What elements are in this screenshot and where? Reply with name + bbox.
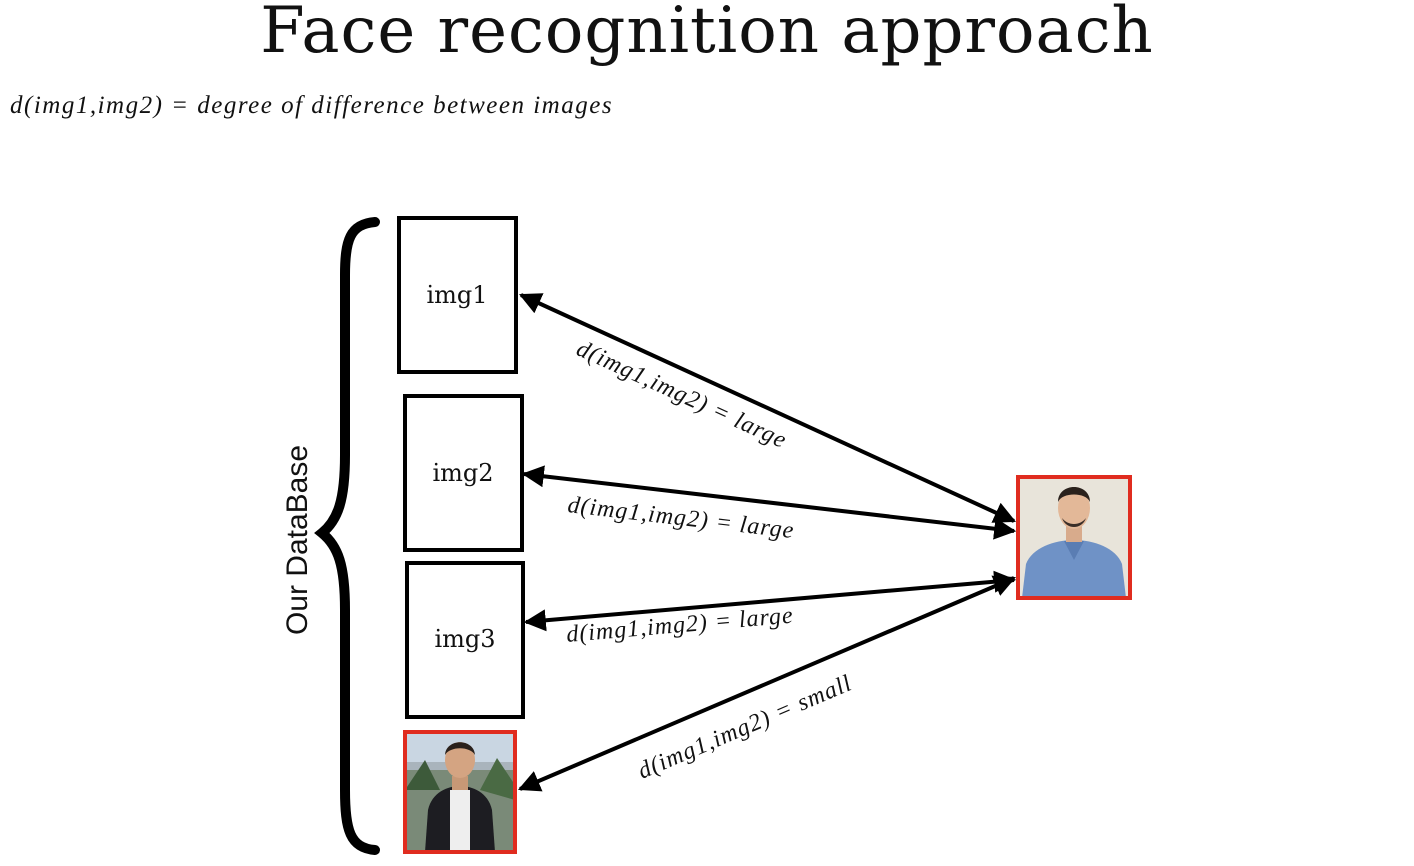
edge-label-img1: d(img1,img2) = large [573, 336, 791, 454]
arrow-img1 [519, 293, 1016, 523]
distance-definition: d(img1,img2) = degree of difference betw… [10, 92, 614, 119]
arrow-photo [517, 575, 1017, 792]
database-item-img2: img2 [403, 394, 524, 552]
database-photo [403, 730, 517, 854]
page-title: Face recognition approach [260, 0, 1154, 68]
database-item-label: img1 [426, 281, 487, 309]
database-item-label: img3 [434, 625, 495, 653]
database-item-img1: img1 [397, 216, 518, 374]
database-brace [314, 217, 380, 855]
arrow-img2 [521, 465, 1017, 540]
database-item-img3: img3 [405, 561, 525, 719]
database-item-label: img2 [432, 459, 493, 487]
query-photo [1016, 475, 1132, 600]
